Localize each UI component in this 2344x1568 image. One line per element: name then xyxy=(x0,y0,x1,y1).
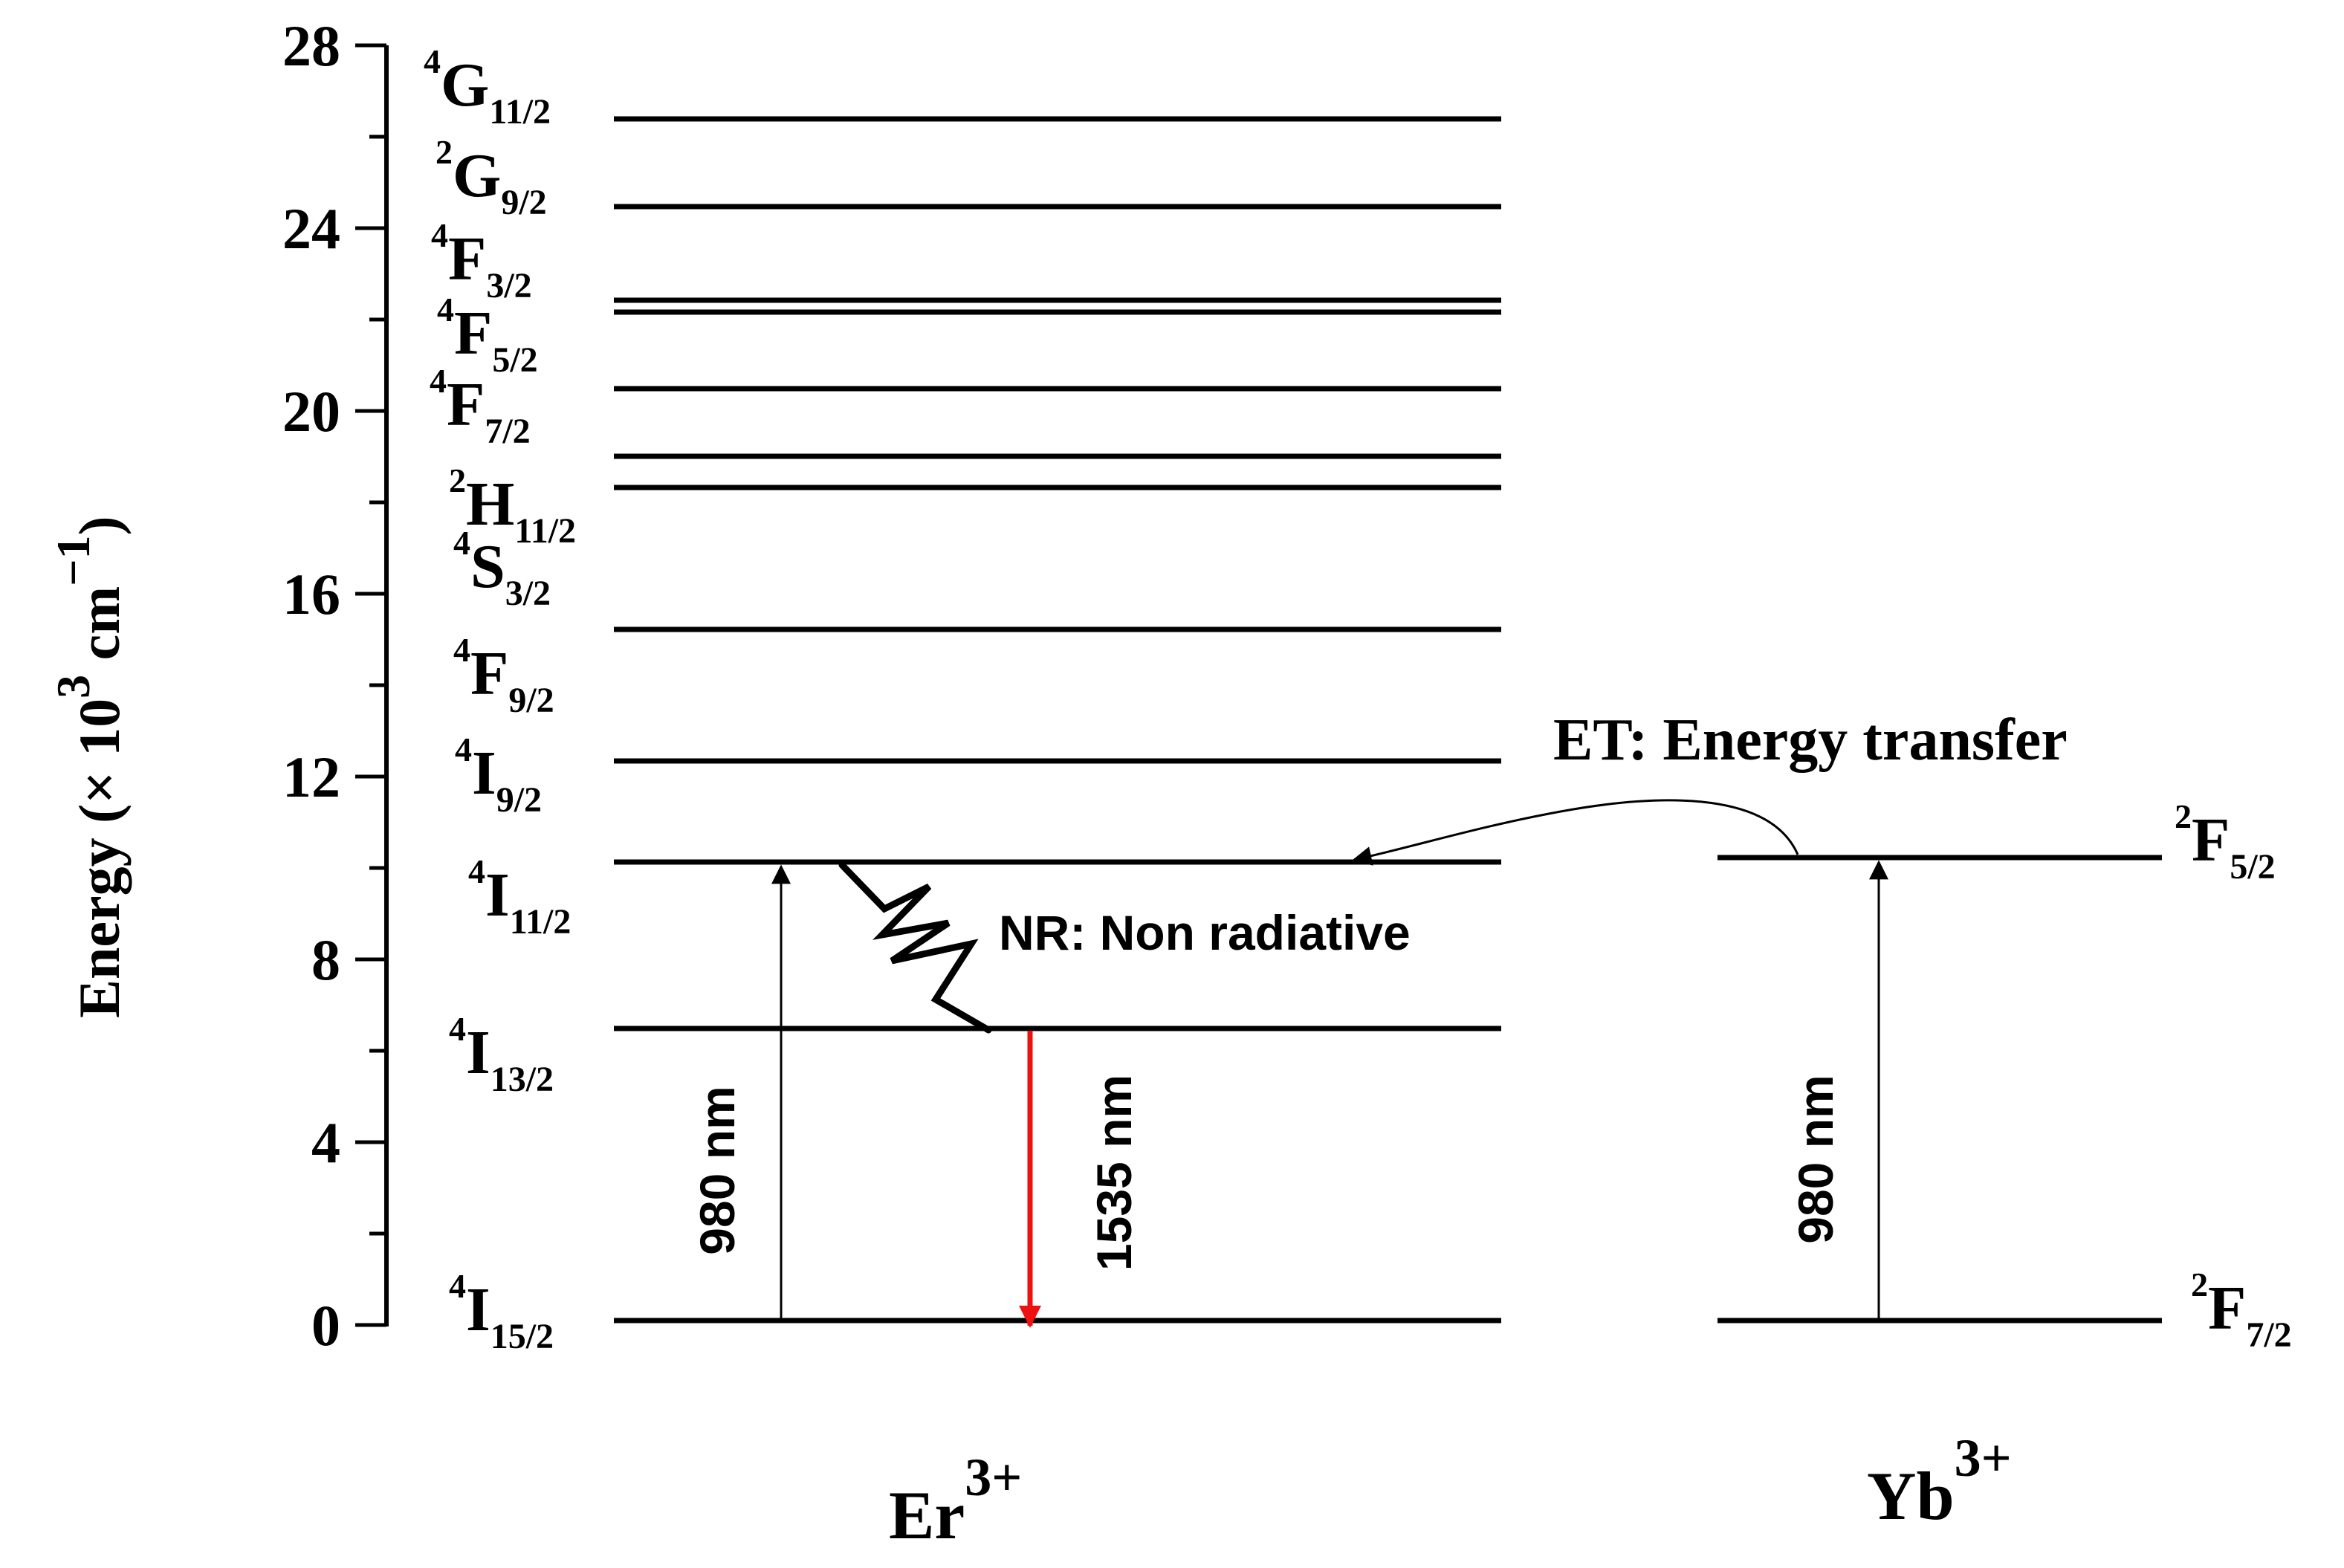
term-label-4I15-2: 4I15/2 xyxy=(449,1267,554,1356)
energy-transfer: ET: Energy transfer xyxy=(1352,707,2068,866)
term-label-2F7-2: 2F7/2 xyxy=(2191,1266,2292,1355)
er-term-labels: 4G11/2 2G9/2 4F3/2 4F5/2 4F7/2 2H11/2 4S… xyxy=(424,42,576,1356)
tick-label: 28 xyxy=(282,13,340,78)
term-label-4F5-2: 4F5/2 xyxy=(437,291,538,380)
ion-labels: Er3+ Yb3+ xyxy=(889,1428,2012,1553)
tick-label: 4 xyxy=(311,1110,340,1175)
yb-levels: 2F5/2 2F7/2 xyxy=(1717,797,2292,1355)
term-label-4I11-2: 4I11/2 xyxy=(468,852,571,942)
nr-label: NR: Non radiative xyxy=(999,905,1411,960)
energy-transfer-arrow xyxy=(1352,799,1799,866)
tick-label: 12 xyxy=(282,745,340,809)
tick-label: 20 xyxy=(282,379,340,444)
nr-zigzag-arrow xyxy=(838,861,992,1034)
term-label-4S3-2: 4S3/2 xyxy=(453,524,551,613)
term-label-4G11-2: 4G11/2 xyxy=(424,42,551,132)
yb-980-label: 980 nm xyxy=(1788,1075,1843,1243)
term-label-2H11-2: 2H11/2 xyxy=(449,461,576,551)
emission-1535-label: 1535 nm xyxy=(1087,1075,1142,1271)
er-transitions: 980 nm NR: Non radiative 1535 nm xyxy=(690,861,1411,1328)
term-label-4F7-2: 4F7/2 xyxy=(430,362,531,451)
term-label-4F3-2: 4F3/2 xyxy=(431,216,532,305)
term-label-2F5-2: 2F5/2 xyxy=(2175,797,2276,887)
yb-ion-label: Yb3+ xyxy=(1867,1428,2012,1534)
tick-label: 24 xyxy=(282,196,340,261)
term-label-4F9-2: 4F9/2 xyxy=(453,631,554,720)
er-980-label: 980 nm xyxy=(690,1086,745,1254)
term-label-4I13-2: 4I13/2 xyxy=(449,1010,554,1099)
y-axis-title: Energy (× 103 cm−1) xyxy=(47,516,132,1018)
term-label-2G9-2: 2G9/2 xyxy=(436,133,547,222)
et-label: ET: Energy transfer xyxy=(1553,707,2068,773)
y-axis: 28 24 20 16 12 8 4 0 Energy (× 103 cm−1) xyxy=(47,13,389,1358)
tick-label: 0 xyxy=(311,1293,340,1358)
tick-label: 16 xyxy=(282,562,340,626)
er-ion-label: Er3+ xyxy=(889,1448,1022,1553)
term-label-4I9-2: 4I9/2 xyxy=(455,730,542,820)
tick-label: 8 xyxy=(311,927,340,992)
er-levels xyxy=(614,116,1501,1324)
yb-transitions: 980 nm xyxy=(1788,860,1888,1321)
